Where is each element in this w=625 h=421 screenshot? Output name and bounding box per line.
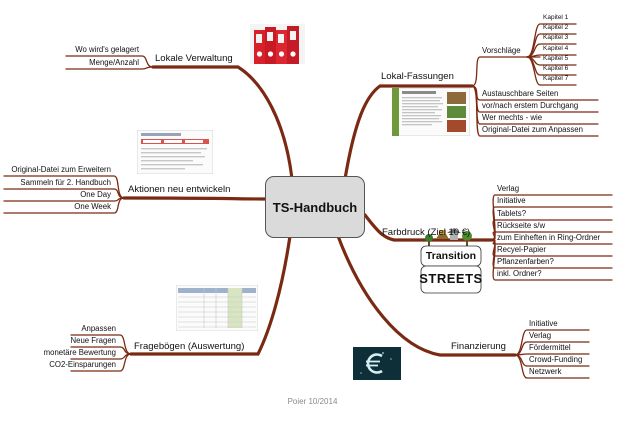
questionnaire-table-image <box>176 285 258 331</box>
leaf-finanzierung-1: Verlag <box>529 331 552 340</box>
document-thumbnail-image <box>137 130 213 174</box>
kapitel-6: Kapitel 6 <box>543 65 569 72</box>
leaf-farbdruck-7: inkl. Ordner? <box>497 269 542 278</box>
document-page-image <box>392 88 470 136</box>
leaf-lokalfassungen-2: Wer mechts - wie <box>482 113 543 122</box>
leaf-aktionen-2: One Day <box>80 190 111 199</box>
branch-lokale-verwaltung: Lokale Verwaltung <box>155 53 233 64</box>
leaf-lokalfassungen-0: Austauschbare Seiten <box>482 89 559 98</box>
kapitel-7: Kapitel 7 <box>543 75 569 82</box>
leaf-farbdruck-4: zum Einheften in Ring-Ordner <box>497 233 601 242</box>
kapitel-5: Kapitel 5 <box>543 55 569 62</box>
leaf-frageboegen-3: CO2-Einsparungen <box>49 360 116 369</box>
leaf-farbdruck-5: Recyel-Papier <box>497 245 546 254</box>
leaf-finanzierung-0: Initiative <box>529 319 558 328</box>
central-topic: TS-Handbuch <box>265 176 365 238</box>
leaf-frageboegen-2: monetäre Bewertung <box>43 348 116 357</box>
connector-line <box>65 66 154 70</box>
leaf-farbdruck-3: Rückseite s/w <box>497 221 546 230</box>
leaf-farbdruck-6: Pflanzenfarben? <box>497 257 554 266</box>
connector-line <box>343 84 474 181</box>
connector-line <box>129 234 292 356</box>
leaf-aktionen-3: One Week <box>74 202 111 211</box>
connector-line <box>3 197 125 214</box>
euro-image <box>353 347 401 380</box>
leaf-aktionen-1: Sammeln für 2. Handbuch <box>20 178 111 187</box>
connector-line <box>514 354 590 379</box>
leaf-finanzierung-3: Crowd-Funding <box>529 355 583 364</box>
leaf-finanzierung-2: Fördermittel <box>529 343 571 352</box>
connector-line <box>491 239 613 281</box>
branch-lokal-fassungen: Lokal-Fassungen <box>381 71 454 82</box>
kapitel-2: Kapitel 2 <box>543 24 569 31</box>
kapitel-3: Kapitel 3 <box>543 34 569 41</box>
connector-line <box>363 213 494 242</box>
branch-finanzierung: Finanzierung <box>451 341 506 352</box>
connector-line <box>70 353 132 372</box>
connector-line <box>151 65 294 181</box>
kapitel-1: Kapitel 1 <box>543 14 569 21</box>
leaf-frageboegen-1: Neue Fragen <box>70 336 116 345</box>
footer-credit: Poier 10/2014 <box>287 397 338 406</box>
connector-line <box>471 56 541 87</box>
leaf-frageboegen-0: Anpassen <box>81 324 116 333</box>
branch-farbdruck: Farbdruck (Ziel 10 €) <box>382 227 471 238</box>
leaf-aktionen-0: Original-Datei zum Erweitern <box>11 165 111 174</box>
logo-line-2: STREETS <box>419 271 483 286</box>
logo-line-1: Transition <box>425 250 477 262</box>
leaf-farbdruck-0: Verlag <box>497 184 520 193</box>
connector-line <box>336 234 517 357</box>
leaf-lokale-0: Wo wird's gelagert <box>75 45 139 54</box>
kapitel-4: Kapitel 4 <box>543 45 569 52</box>
leaf-farbdruck-1: Initiative <box>497 196 526 205</box>
leaf-lokale-1: Menge/Anzahl <box>89 58 139 67</box>
leaf-lokalfassungen-3: Original-Datei zum Anpassen <box>482 125 583 134</box>
branch-frageboegen: Fragebögen (Auswertung) <box>134 341 245 352</box>
folders-image <box>250 24 305 64</box>
transition-streets-logo: Transition STREETS <box>419 228 483 296</box>
connector-line <box>471 85 599 137</box>
branch-aktionen: Aktionen neu entwickeln <box>128 184 231 195</box>
connector-line <box>122 196 268 201</box>
leaf-finanzierung-4: Netzwerk <box>529 367 562 376</box>
leaf-farbdruck-2: Tablets? <box>497 209 527 218</box>
connector-line <box>526 56 577 86</box>
sub-vorschlaege: Vorschläge <box>482 46 521 55</box>
leaf-lokalfassungen-1: vor/nach erstem Durchgang <box>482 101 579 110</box>
